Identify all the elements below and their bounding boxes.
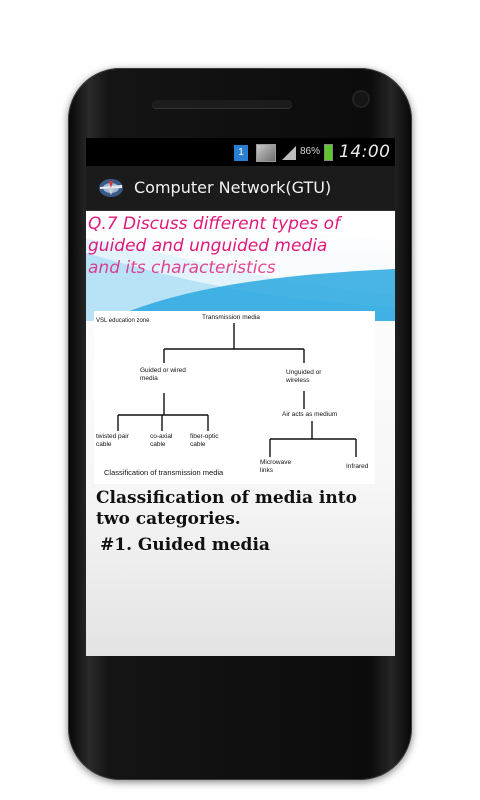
- battery-icon: [324, 144, 333, 161]
- app-title: Computer Network(GTU): [134, 178, 332, 197]
- phone-speaker: [152, 100, 292, 108]
- battery-percent: 86%: [300, 146, 321, 157]
- node-unguided: Unguided or wireless: [286, 369, 322, 384]
- status-bar: 1 86% 14:00: [86, 138, 395, 166]
- hero-banner: Q.7 Discuss different types of guided an…: [86, 211, 395, 321]
- signal-icon: [282, 146, 296, 160]
- node-air: Air acts as medium: [282, 411, 338, 418]
- phone-camera: [354, 92, 368, 106]
- diagram-caption: Classification of transmission media: [104, 468, 224, 477]
- screen: 1 86% 14:00 Computer Network(GTU) Q.7 Di…: [86, 138, 395, 656]
- diagram-lines: [117, 323, 357, 457]
- node-coaxial: co-axial cable: [150, 433, 173, 448]
- action-bar: Computer Network(GTU): [86, 166, 395, 211]
- summary-text: Classification of media into two categor…: [96, 488, 357, 529]
- next-heading-cutoff: #1. Guided media: [100, 535, 380, 555]
- classification-diagram: VSL education zone Transmission media Gu…: [94, 311, 375, 484]
- image-notification-icon[interactable]: [256, 144, 276, 162]
- question-title: Q.7 Discuss different types of guided an…: [88, 214, 341, 256]
- node-twisted-pair: twisted pair cable: [96, 433, 129, 448]
- node-fiber-optic: fiber-optic cable: [190, 433, 219, 448]
- clock: 14:00: [339, 142, 391, 162]
- watermark-label: VSL education zone: [96, 318, 150, 324]
- node-guided: Guided or wired media: [140, 367, 186, 382]
- swoosh-decoration: [86, 211, 395, 321]
- node-infrared: Infrared: [346, 463, 369, 470]
- airplane-logo-icon[interactable]: [98, 176, 124, 198]
- question-cutoff: and its characteristics: [88, 257, 276, 278]
- node-microwave: Microwave links: [260, 459, 292, 474]
- next-heading-text: #1. Guided media: [100, 535, 270, 555]
- node-transmission-media: Transmission media: [202, 314, 260, 321]
- article-content[interactable]: Q.7 Discuss different types of guided an…: [86, 211, 395, 656]
- notification-badge[interactable]: 1: [234, 145, 248, 161]
